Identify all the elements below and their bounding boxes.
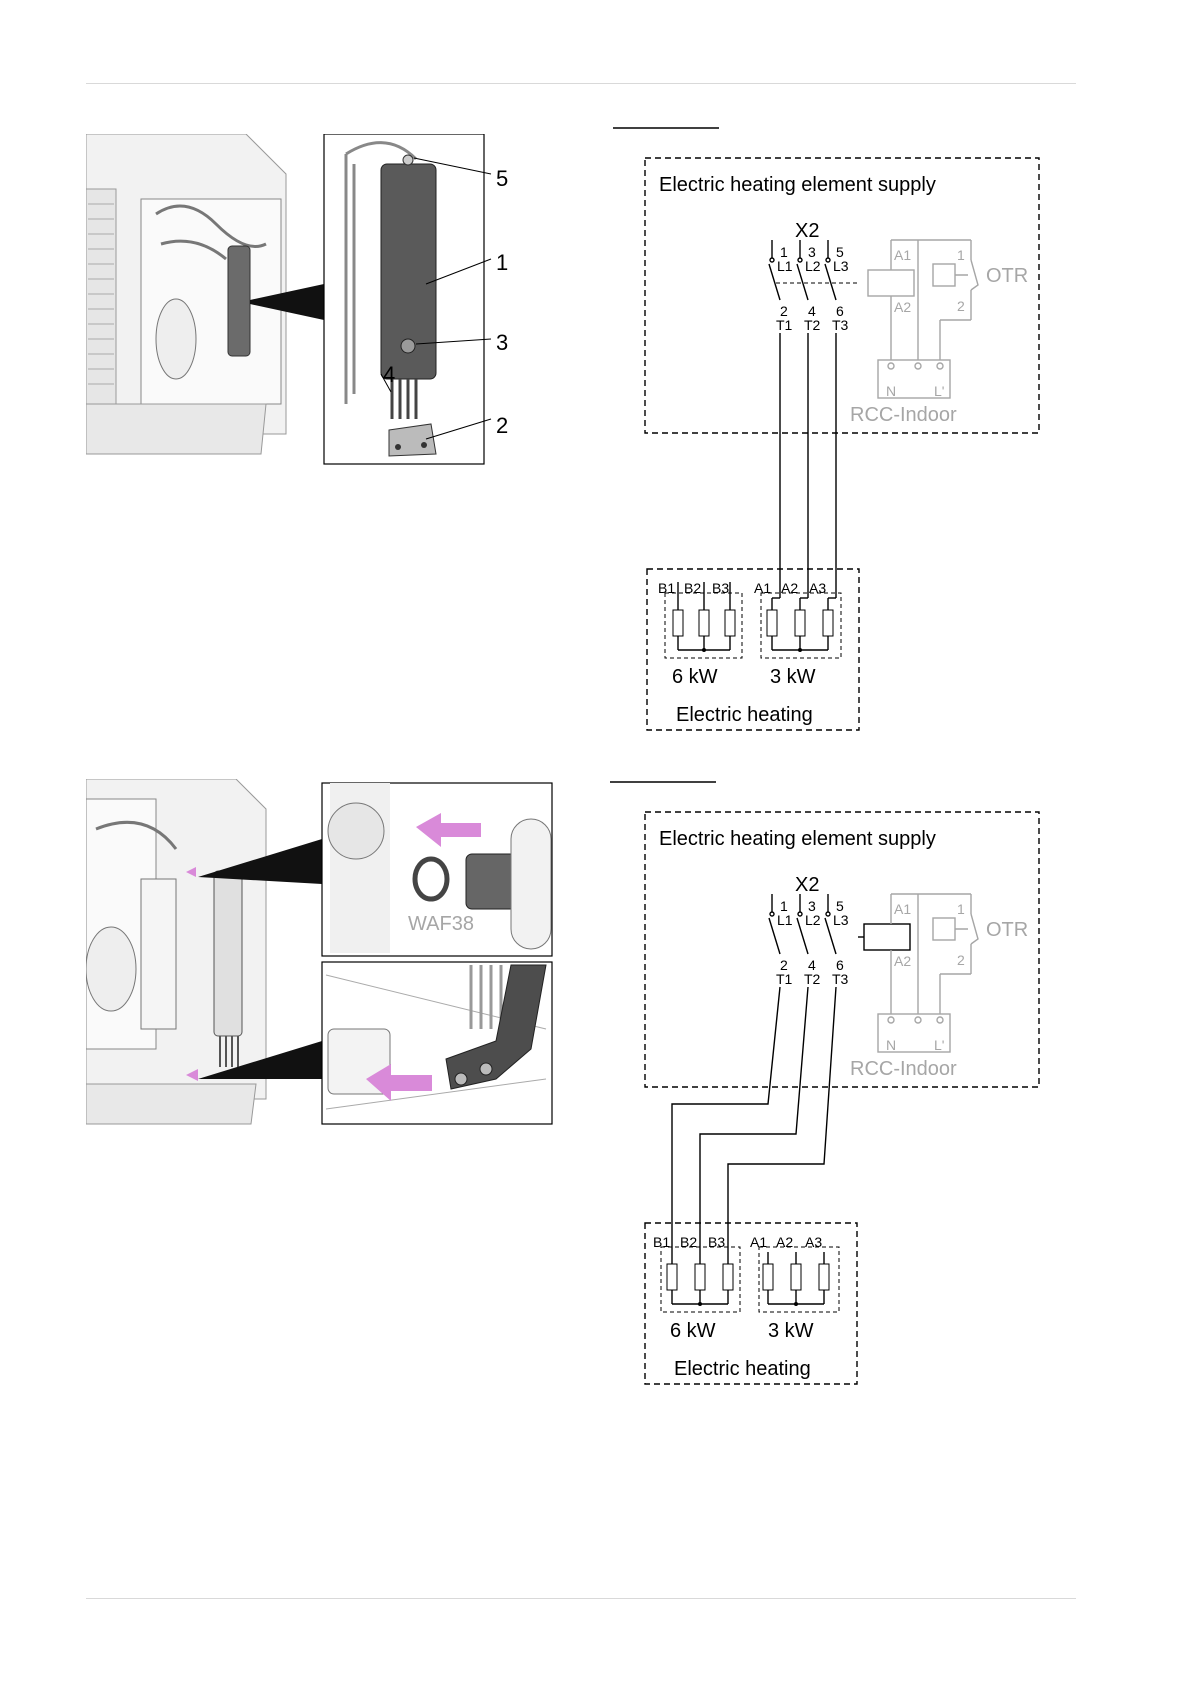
bottom-terminal-labels: 2 T1 4 T2 6 T3 xyxy=(776,957,849,987)
terminal-label: L1 xyxy=(777,912,793,928)
otr-label: OTR xyxy=(986,919,1028,941)
relay-contact-1: 1 xyxy=(957,247,965,263)
rcc-indoor-label: RCC-Indoor xyxy=(850,404,957,426)
terminal-label: T1 xyxy=(776,317,793,333)
bracket-zoom-inset xyxy=(322,962,552,1124)
heating-title: Electric heating xyxy=(674,1358,811,1380)
relay-a2-label: A2 xyxy=(894,953,911,969)
contactor-label: X2 xyxy=(795,874,819,896)
terminal-label: L2 xyxy=(805,912,821,928)
top-terminal-labels: 1 L1 3 L2 5 L3 xyxy=(777,244,849,274)
terminal-label: L3 xyxy=(833,912,849,928)
callout-2: 2 xyxy=(496,413,508,438)
terminal-label: L1 xyxy=(777,258,793,274)
terminal-a3: A3 xyxy=(805,1234,822,1250)
heater-group-6kw: B1 B2 B3 6 kW xyxy=(653,1234,740,1342)
terminal-b3: B3 xyxy=(712,580,729,596)
heater-mounting-illustration: WAF38 xyxy=(86,779,556,1133)
heater-zoom-inset xyxy=(324,134,484,464)
terminal-b1: B1 xyxy=(658,580,675,596)
rcc-n-label: N xyxy=(886,383,896,399)
wrench-size-label: WAF38 xyxy=(408,913,474,935)
terminal-a2: A2 xyxy=(776,1234,793,1250)
callout-5: 5 xyxy=(496,166,508,191)
relay-a1-label: A1 xyxy=(894,901,911,917)
rcc-n-label: N xyxy=(886,1037,896,1053)
rcc-l-label: L' xyxy=(934,1037,944,1053)
relay-a1-label: A1 xyxy=(894,247,911,263)
callout-1: 1 xyxy=(496,250,508,275)
terminal-label: T3 xyxy=(832,971,849,987)
heater-installation-illustration: 5 1 3 4 2 xyxy=(86,134,556,488)
supply-wires xyxy=(672,894,836,1249)
terminal-a1: A1 xyxy=(750,1234,767,1250)
supply-title: Electric heating element supply xyxy=(659,174,936,196)
rcc-indoor-label: RCC-Indoor xyxy=(850,1058,957,1080)
wiring-diagram-3kw: Electric heating element supply X2 1 L1 … xyxy=(600,120,1050,740)
footer-rule xyxy=(86,1598,1076,1599)
heating-title: Electric heating xyxy=(676,704,813,726)
rcc-l-label: L' xyxy=(934,383,944,399)
relay-contact-1: 1 xyxy=(957,901,965,917)
otr-label: OTR xyxy=(986,265,1028,287)
terminal-label: L3 xyxy=(833,258,849,274)
power-3kw: 3 kW xyxy=(768,1320,814,1342)
contactor-label: X2 xyxy=(795,220,819,242)
seal-zoom-inset: WAF38 xyxy=(322,783,552,956)
relay-a2-label: A2 xyxy=(894,299,911,315)
supply-title: Electric heating element supply xyxy=(659,828,936,850)
terminal-label: L2 xyxy=(805,258,821,274)
terminal-label: T2 xyxy=(804,317,821,333)
heater-group-6kw: B1 B2 B3 6 kW xyxy=(658,580,742,688)
terminal-a1: A1 xyxy=(754,580,771,596)
header-rule xyxy=(86,83,1076,84)
supply-wires xyxy=(772,240,836,598)
bottom-terminal-labels: 2 T1 4 T2 6 T3 xyxy=(776,303,849,333)
terminal-b1: B1 xyxy=(653,1234,670,1250)
power-6kw: 6 kW xyxy=(672,666,718,688)
callout-4: 4 xyxy=(383,362,395,387)
power-3kw: 3 kW xyxy=(770,666,816,688)
relay-contact-2: 2 xyxy=(957,952,965,968)
heater-group-3kw: A1 A2 A3 3 kW xyxy=(750,1234,839,1342)
heater-group-3kw: A1 A2 A3 3 kW xyxy=(754,580,841,688)
power-6kw: 6 kW xyxy=(670,1320,716,1342)
unit-drawing xyxy=(86,779,322,1124)
terminal-a2: A2 xyxy=(781,580,798,596)
terminal-label: T2 xyxy=(804,971,821,987)
terminal-label: T3 xyxy=(832,317,849,333)
callout-3: 3 xyxy=(496,330,508,355)
terminal-label: T1 xyxy=(776,971,793,987)
wiring-diagram-6kw: Electric heating element supply X2 1 L1 … xyxy=(600,774,1050,1394)
terminal-b2: B2 xyxy=(684,580,701,596)
supply-box xyxy=(645,158,1039,433)
supply-box xyxy=(645,812,1039,1087)
terminal-b3: B3 xyxy=(708,1234,725,1250)
top-terminal-labels: 1 L1 3 L2 5 L3 xyxy=(777,898,849,928)
overtemperature-relay: A1 A2 1 2 OTR N L' RCC-Indoor xyxy=(850,240,1028,426)
terminal-a3: A3 xyxy=(809,580,826,596)
terminal-b2: B2 xyxy=(680,1234,697,1250)
overtemperature-relay: A1 A2 1 2 OTR N L' RCC-Indoor xyxy=(850,894,1028,1080)
relay-contact-2: 2 xyxy=(957,298,965,314)
outdoor-unit-drawing xyxy=(86,134,556,488)
